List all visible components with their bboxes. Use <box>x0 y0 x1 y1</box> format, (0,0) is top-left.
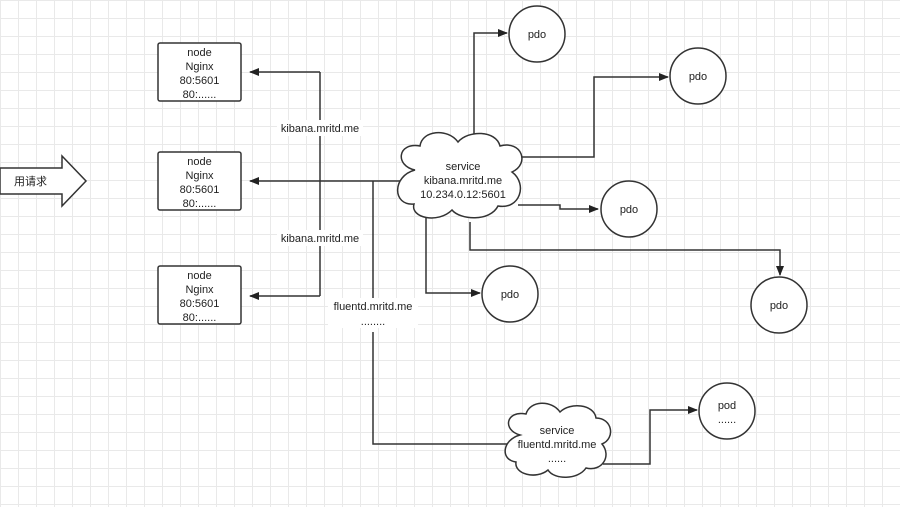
svg-text:80:5601: 80:5601 <box>180 184 220 196</box>
svg-text:pod: pod <box>718 400 736 412</box>
node-box-2: node Nginx 80:5601 80:...... <box>157 151 242 211</box>
node-connectors <box>249 68 405 300</box>
request-arrow: 用请求 <box>0 154 88 208</box>
svg-text:pdo: pdo <box>689 71 707 83</box>
request-arrow-label: 用请求 <box>14 175 47 188</box>
svg-text:fluentd.mritd.me: fluentd.mritd.me <box>334 301 413 313</box>
pdo-circle-1: pdo <box>508 5 566 63</box>
svg-text:........: ........ <box>361 316 385 328</box>
pdo-circle-5: pdo <box>750 276 808 334</box>
svg-text:service: service <box>540 425 575 437</box>
svg-text:node: node <box>187 270 211 282</box>
svg-text:kibana.mritd.me: kibana.mritd.me <box>424 175 502 187</box>
edge-label-kibana-top: kibana.mritd.me <box>277 120 363 136</box>
svg-text:pdo: pdo <box>620 204 638 216</box>
pdo-connectors <box>425 29 784 297</box>
svg-text:Nginx: Nginx <box>185 61 214 73</box>
svg-text:10.234.0.12:5601: 10.234.0.12:5601 <box>420 189 506 201</box>
edge-label-kibana-bottom: kibana.mritd.me <box>277 230 363 246</box>
svg-text:kibana.mritd.me: kibana.mritd.me <box>281 233 359 245</box>
svg-text:node: node <box>187 156 211 168</box>
svg-text:pdo: pdo <box>501 289 519 301</box>
pdo-circle-2: pdo <box>669 47 727 105</box>
svg-text:80:5601: 80:5601 <box>180 75 220 87</box>
svg-text:80:......: 80:...... <box>183 89 217 101</box>
edge-label-fluentd: fluentd.mritd.me ........ <box>328 298 418 328</box>
svg-text:pdo: pdo <box>770 300 788 312</box>
svg-text:pdo: pdo <box>528 29 546 41</box>
pdo-circle-4: pdo <box>481 265 539 323</box>
svg-text:80:5601: 80:5601 <box>180 298 220 310</box>
pod-circle: pod ...... <box>698 382 756 440</box>
fluentd-connectors <box>372 181 698 465</box>
svg-text:Nginx: Nginx <box>185 170 214 182</box>
svg-text:service: service <box>446 161 481 173</box>
svg-text:kibana.mritd.me: kibana.mritd.me <box>281 123 359 135</box>
svg-text:fluentd.mritd.me: fluentd.mritd.me <box>518 439 597 451</box>
svg-text:Nginx: Nginx <box>185 284 214 296</box>
svg-text:80:......: 80:...... <box>183 312 217 324</box>
node-box-1: node Nginx 80:5601 80:...... <box>157 42 242 102</box>
svg-text:80:......: 80:...... <box>183 198 217 210</box>
node-box-3: node Nginx 80:5601 80:...... <box>157 265 242 325</box>
svg-text:node: node <box>187 47 211 59</box>
svg-text:......: ...... <box>548 453 566 465</box>
service-fluentd-cloud: service fluentd.mritd.me ...... <box>504 402 612 478</box>
service-kibana-cloud: service kibana.mritd.me 10.234.0.12:5601 <box>397 132 523 219</box>
pdo-circle-3: pdo <box>600 180 658 238</box>
svg-text:......: ...... <box>718 414 736 426</box>
